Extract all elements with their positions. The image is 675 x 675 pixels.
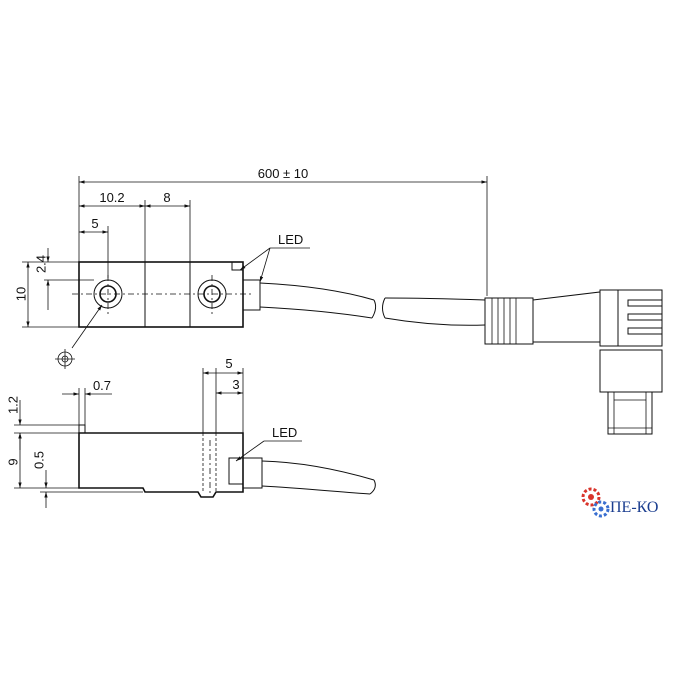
dim-body-length-label: 8 <box>163 190 170 205</box>
dim-step-height-label: 0.5 <box>31 451 46 469</box>
cable-top-upper <box>259 282 375 301</box>
dim-hole-pitch-label: 10.2 <box>99 190 124 205</box>
cable-gland-side <box>242 457 263 489</box>
side-view: 0.7 5 3 LED 1.2 9 0.5 <box>5 356 376 508</box>
dim-lip-width-label: 0.7 <box>93 378 111 393</box>
dim-slot-width-label: 5 <box>225 356 232 371</box>
top-view: 600 ± 10 10.2 8 5 LED 10 2.4 <box>13 166 663 435</box>
position-tolerance-symbol <box>55 349 75 369</box>
sensor-body-top <box>78 261 244 328</box>
m8-connector <box>484 289 663 435</box>
led-label-side: LED <box>272 425 297 440</box>
cable-side <box>261 460 375 481</box>
dim-height-top-label: 10 <box>13 287 28 301</box>
dim-total-length-label: 600 ± 10 <box>258 166 309 181</box>
dim-lip-height-label: 1.2 <box>5 396 20 414</box>
led-window-side <box>228 457 244 485</box>
logo-text: ПЕ-КО <box>610 499 658 516</box>
dim-slot-offset-label: 3 <box>232 377 239 392</box>
dim-side-height-label: 9 <box>5 458 20 465</box>
cable-top-right <box>384 297 486 301</box>
led-label-top: LED <box>278 232 303 247</box>
sensor-body-side <box>78 432 244 498</box>
dim-hole-offset-label: 5 <box>91 216 98 231</box>
cable-gland <box>242 279 261 311</box>
company-logo: ПЕ-КО <box>581 487 658 518</box>
gear-icon <box>581 487 610 518</box>
led-window-top <box>231 262 243 271</box>
lip-side <box>78 424 86 434</box>
dim-hole-offset-top-label: 2.4 <box>33 255 48 273</box>
